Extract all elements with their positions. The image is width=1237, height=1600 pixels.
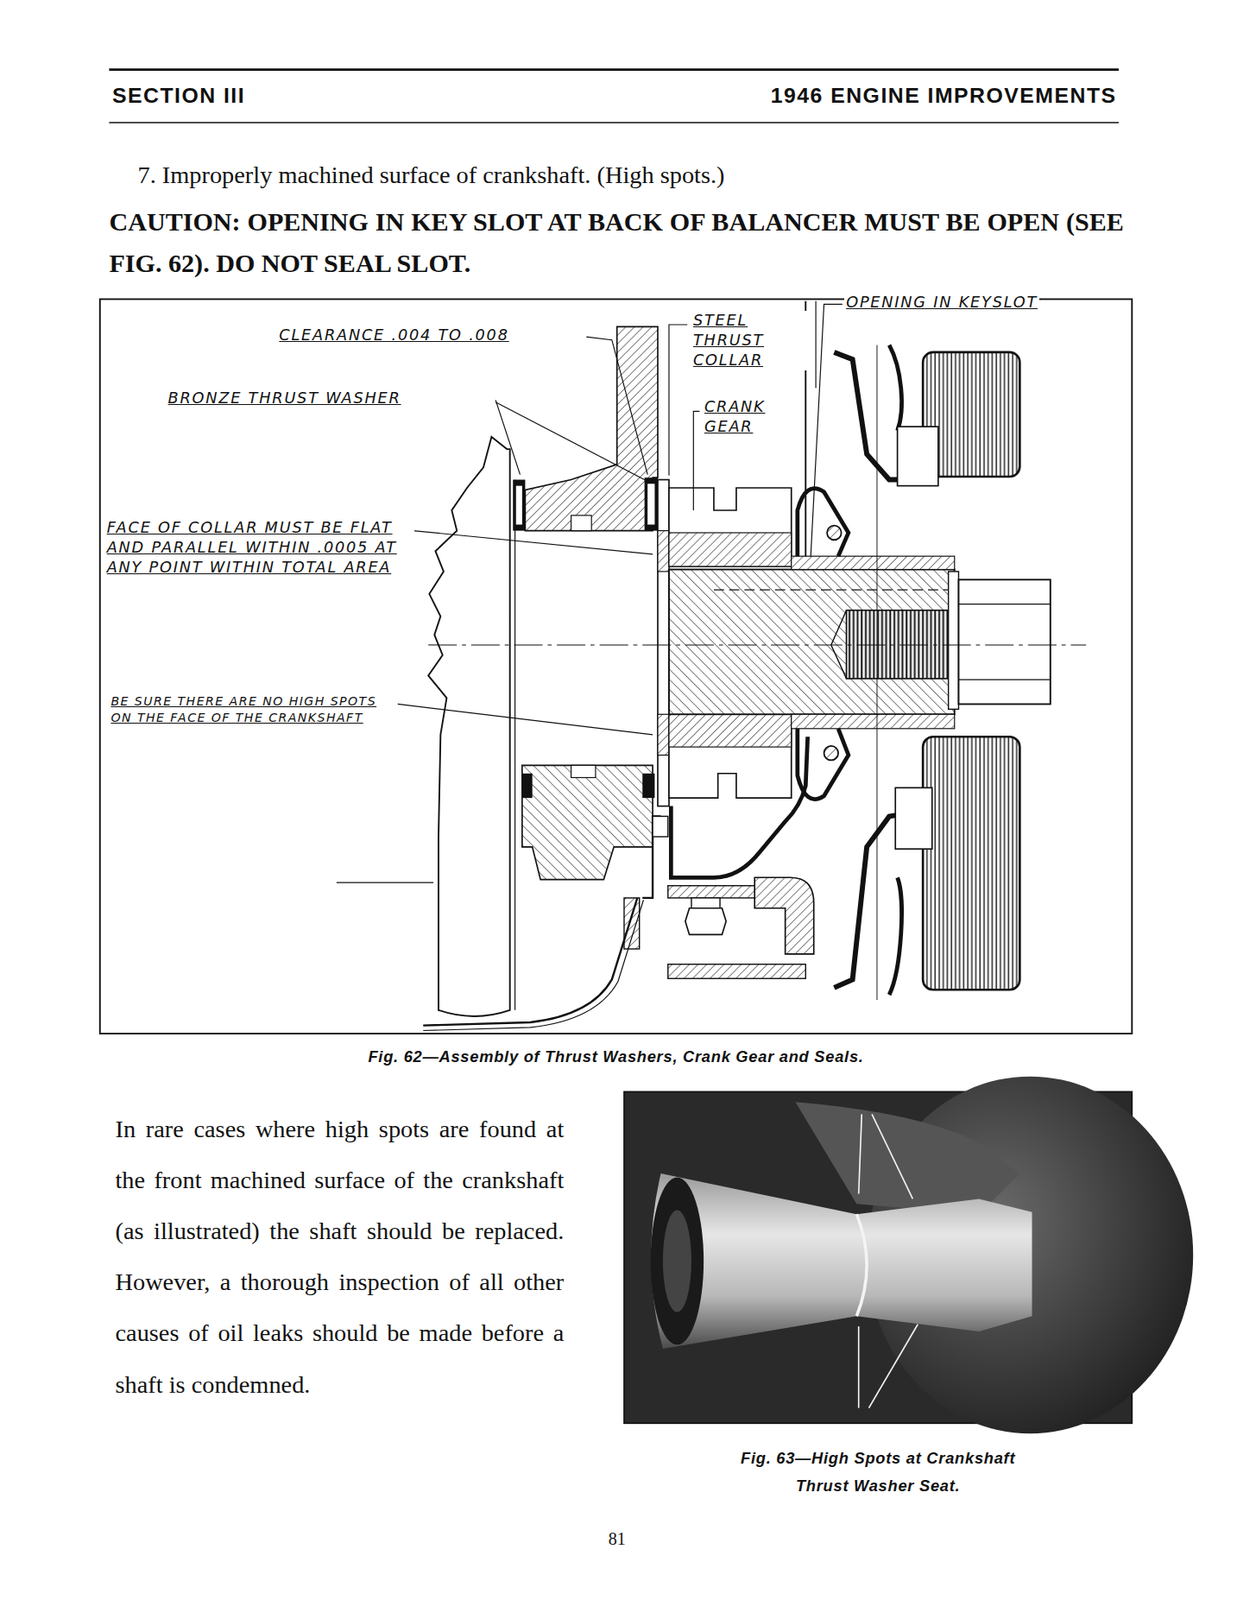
body-paragraph: In rare cases where high spots are found… [114,1103,564,1409]
chapter-header: 1946 ENGINE IMPROVEMENTS [504,83,1118,108]
figure-caption: Fig. 62—Assembly of Thrust Washers, Cran… [100,1047,1133,1067]
part-label: STEEL THRUST COLLAR [691,310,808,371]
page-number: 81 [575,1528,658,1549]
note-label: FACE OF COLLAR MUST BE FLAT AND PARALLEL… [105,517,415,578]
part-label: BRONZE THRUST WASHER [166,388,404,409]
dimension-label: CLEARANCE .004 TO .008 [277,325,511,346]
caution-note: CAUTION: OPENING IN KEY SLOT AT BACK OF … [108,201,1124,285]
part-label: OPENING IN KEYSLOT [844,292,1040,313]
item-heading: 7. Improperly machined surface of cranks… [137,159,1117,190]
note-label: BE SURE THERE ARE NO HIGH SPOTS ON THE F… [108,693,388,726]
part-label: CRANK GEAR [702,397,796,437]
figure-caption: Fig. 63—High Spots at Crankshaft Thrust … [725,1444,1031,1500]
section-header: SECTION III [112,83,246,108]
